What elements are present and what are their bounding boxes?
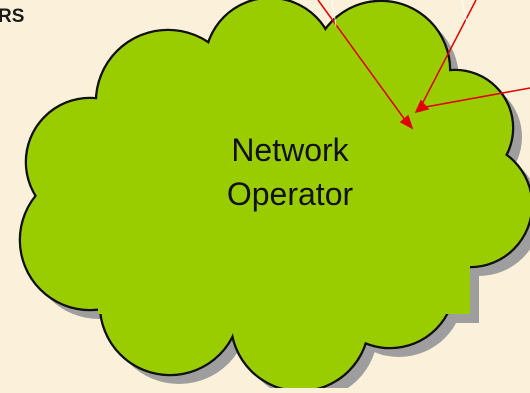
arrow-line-3 <box>419 87 530 109</box>
arrowhead-2 <box>414 99 430 114</box>
arrowhead-1 <box>399 114 414 130</box>
top-left-text-fragment: RS <box>0 6 25 27</box>
cloud-label-line2: Operator <box>226 176 354 212</box>
red-pointer-lines <box>317 0 530 130</box>
cloud-icon <box>21 0 530 390</box>
cloud-label: Network Operator <box>180 128 400 216</box>
arrow-line-1 <box>317 0 409 125</box>
faint-top-lines <box>331 0 469 29</box>
cloud-label-line1: Network <box>231 132 349 168</box>
arrow-line-2 <box>419 0 477 109</box>
